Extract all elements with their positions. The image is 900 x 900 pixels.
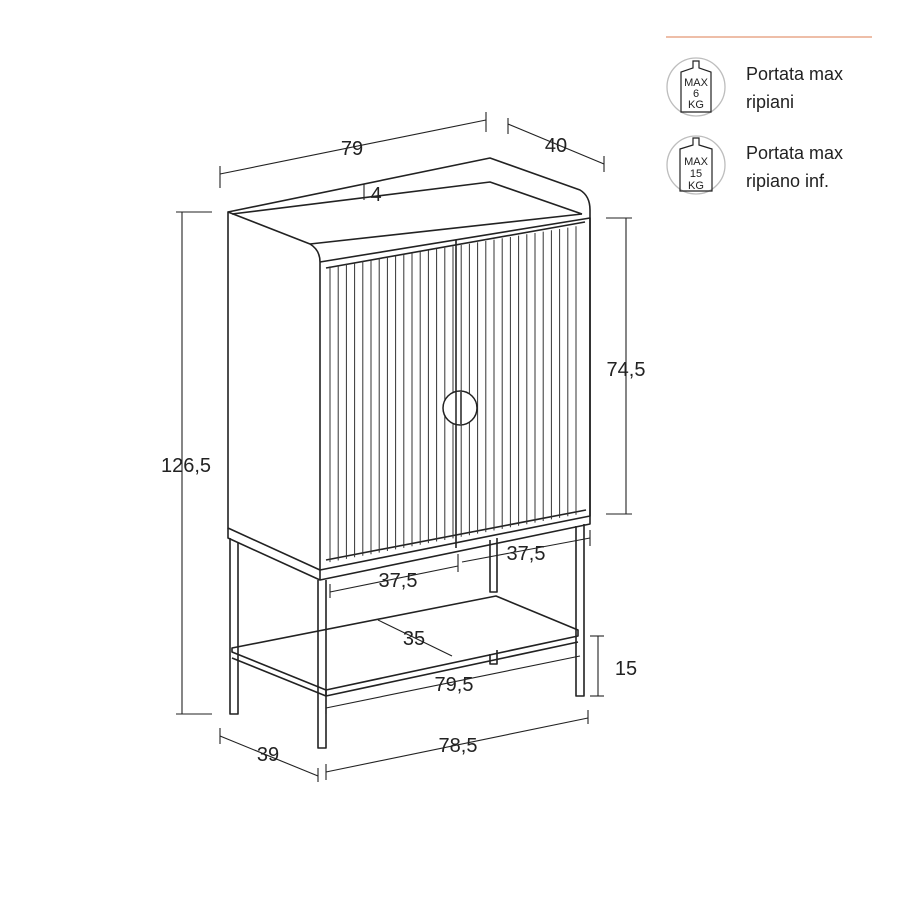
front-panel [319,217,591,571]
dim-shelf-width: 79,5 [435,674,474,696]
weight-max-label: MAX [684,156,709,168]
weight-max-label: MAX [684,77,709,89]
weight-icon-circle [666,57,726,117]
shelf-peg [489,650,498,665]
front-top-edge [309,213,583,245]
dim-door-width-right: 37,5 [507,543,546,565]
dim-top-width: 79 [341,138,363,160]
weight-unit: KG [688,180,704,192]
dim-base-width: 78,5 [439,735,478,757]
cabinet-drawing [227,157,591,749]
legend-label-line2: ripiani [746,92,794,112]
weight-icon: MAX 6 KG [680,60,712,113]
dim-total-height: 126,5 [161,455,211,477]
legend-label-line1: Portata max [746,143,843,163]
weight-icon-circle [666,135,726,195]
dim-door-width-left: 37,5 [379,570,418,592]
leg-front-left [317,580,327,749]
dim-top-rim: 4 [370,184,381,206]
dim-base-depth: 39 [257,744,279,766]
dim-top-depth: 40 [545,135,567,157]
door-handle [442,390,478,426]
weight-icon: MAX 15 KG [679,137,713,192]
top-rim [227,157,591,516]
legend-label-line1: Portata max [746,64,843,84]
weight-value: 15 [690,168,702,180]
side-panel [227,211,321,571]
legend-item-bottom-shelf: MAX 15 KG Portata max ripiano inf. [666,135,843,195]
leg-back-right [489,538,498,593]
leg-front-right [575,524,585,697]
top-inner [231,181,583,215]
dimension-labels: 79 40 4 126,5 74,5 37,5 37,5 35 15 79,5 … [161,135,646,766]
dim-shelf-height: 15 [615,658,637,680]
leg-back-left [229,538,239,715]
dim-door-height: 74,5 [607,359,646,381]
weight-unit: KG [688,99,704,111]
dim-shelf-depth: 35 [403,628,425,650]
dimension-lines [176,112,632,782]
door-fluting [329,226,577,563]
legend-item-shelves: MAX 6 KG Portata max ripiani [666,57,843,117]
legend-label-line2: ripiano inf. [746,171,829,191]
weight-value: 6 [693,88,699,100]
